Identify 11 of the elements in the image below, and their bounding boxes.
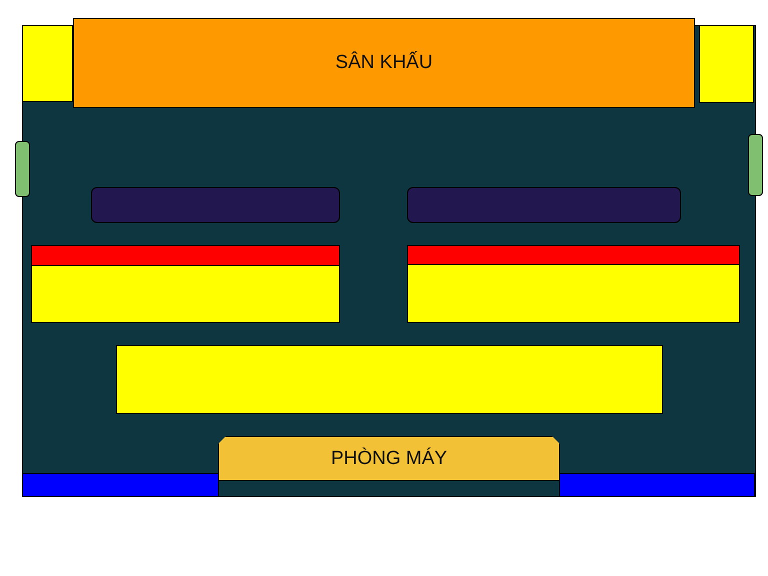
side-platform [22,25,73,102]
table-bar [407,187,681,223]
stage-area [73,18,695,108]
control-room [218,436,560,481]
room-label: SÂN KHẤU [335,52,433,74]
room-label: PHÒNG MÁY [330,448,448,470]
side-platform [699,25,754,103]
table-bar [91,187,340,223]
seating-block [31,245,340,323]
seating-block [116,345,663,414]
seating-block [407,245,740,323]
